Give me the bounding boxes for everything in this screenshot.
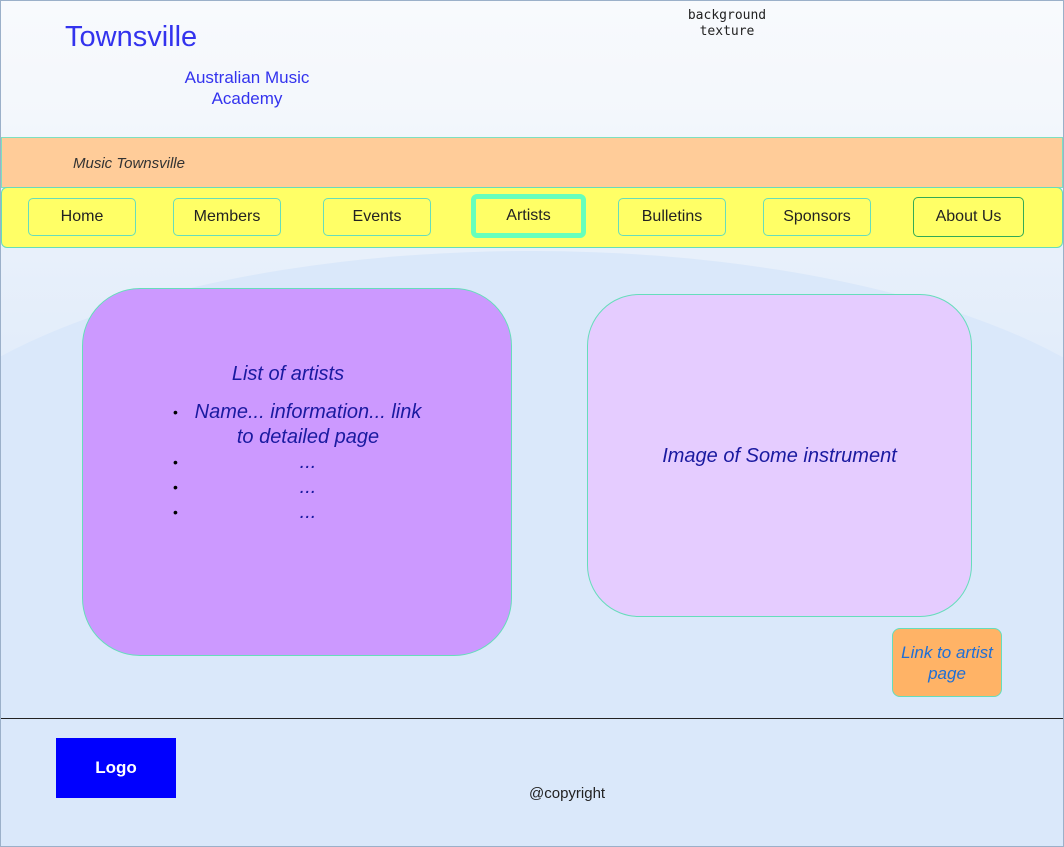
artist-page-link[interactable]: Link to artist page — [892, 628, 1002, 697]
artist-list-item[interactable]: • Name... information... link to detaile… — [173, 400, 423, 450]
background-texture-note: background texture — [687, 8, 767, 39]
main-navigation: Home Members Events Artists Bulletins Sp… — [1, 187, 1063, 248]
nav-bulletins-button[interactable]: Bulletins — [618, 198, 726, 236]
nav-sponsors-button[interactable]: Sponsors — [763, 198, 871, 236]
bullet-icon: • — [173, 404, 178, 420]
bullet-icon: • — [173, 454, 178, 470]
site-title: Townsville — [65, 21, 198, 53]
nav-events-button[interactable]: Events — [323, 198, 431, 236]
artist-list-item[interactable]: • ... — [173, 500, 423, 525]
instrument-image-placeholder: Image of Some instrument — [587, 294, 972, 617]
banner-text: Music Townsville — [73, 155, 185, 172]
artists-list: • Name... information... link to detaile… — [173, 400, 423, 525]
nav-about-us-button[interactable]: About Us — [913, 197, 1024, 237]
bullet-icon: • — [173, 504, 178, 520]
logo[interactable]: Logo — [56, 738, 176, 798]
nav-artists-button[interactable]: Artists — [471, 194, 586, 238]
image-caption: Image of Some instrument — [662, 445, 897, 467]
nav-home-button[interactable]: Home — [28, 198, 136, 236]
artist-list-item[interactable]: • ... — [173, 475, 423, 500]
artists-list-title: List of artists — [231, 363, 345, 385]
copyright-text: @copyright — [529, 785, 606, 802]
artist-item-text: ... — [299, 476, 317, 498]
artist-item-text: ... — [299, 501, 317, 523]
artist-item-text: ... — [299, 451, 317, 473]
bullet-icon: • — [173, 479, 178, 495]
banner: Music Townsville — [1, 137, 1063, 188]
artist-item-text: Name... information... link to detailed … — [194, 401, 422, 448]
artists-list-card: List of artists • Name... information...… — [82, 288, 512, 656]
nav-members-button[interactable]: Members — [173, 198, 281, 236]
artist-list-item[interactable]: • ... — [173, 450, 423, 475]
site-subtitle: Australian Music Academy — [184, 68, 310, 108]
footer: Logo @copyright — [1, 718, 1063, 846]
